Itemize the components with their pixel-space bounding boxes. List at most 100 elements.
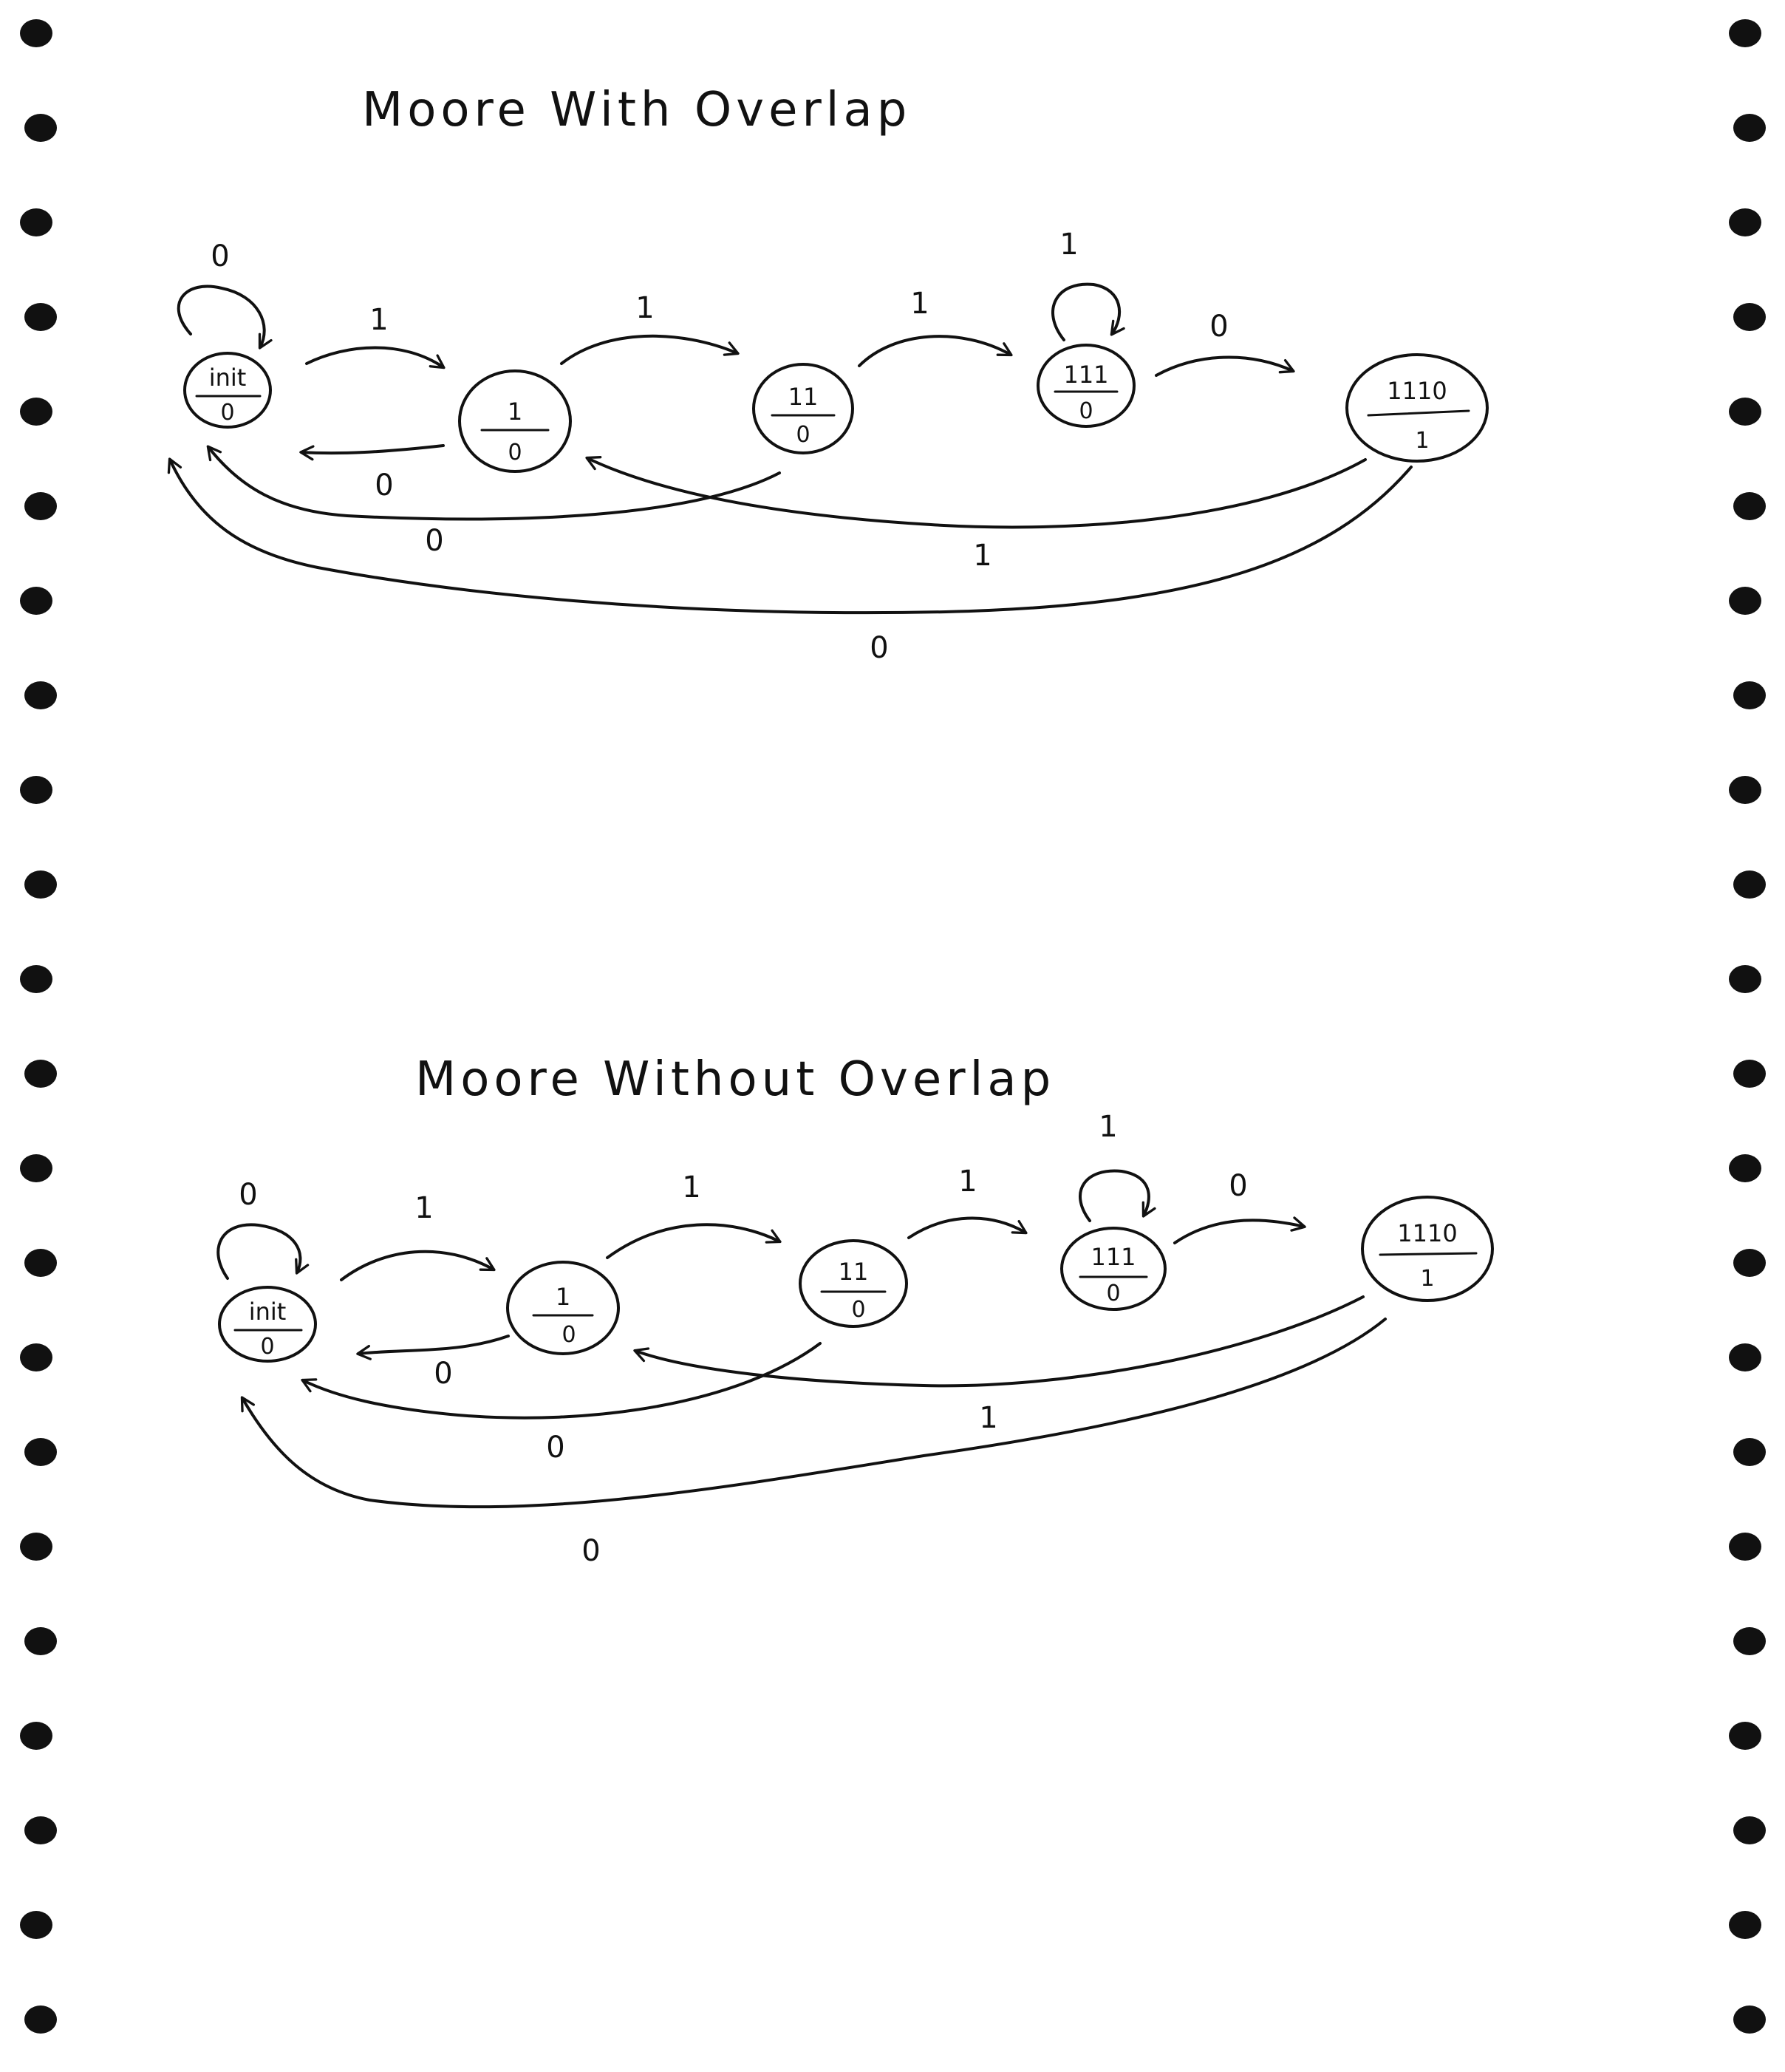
transition-input: 1 — [958, 1165, 977, 1199]
binder-hole-right — [1733, 870, 1766, 899]
binder-hole-right — [1733, 2005, 1766, 2034]
transition-input: 0 — [870, 631, 888, 665]
binder-hole-left — [24, 1060, 57, 1088]
transition-input: 0 — [434, 1357, 452, 1391]
state-11: 11 0 — [799, 1239, 908, 1328]
transition-input: 0 — [375, 468, 393, 502]
state-init: init 0 — [218, 1286, 317, 1363]
transition-input: 1 — [910, 287, 929, 321]
transition-1-to-init: 0 — [299, 444, 445, 502]
state-name: 1 — [508, 398, 522, 426]
transition-input: 1 — [979, 1401, 997, 1435]
diagram-title: Moore Without Overlap — [415, 1052, 1055, 1107]
state-111: 111 0 — [1060, 1227, 1167, 1311]
state-output: 0 — [1079, 398, 1093, 424]
transition-input: 0 — [1229, 1169, 1247, 1203]
transition-1110-to-1: 1 — [633, 1295, 1365, 1435]
transition-input: 0 — [239, 1178, 257, 1212]
binder-hole-left — [20, 1154, 52, 1182]
state-1110: 1110 1 — [1361, 1196, 1494, 1302]
binder-hole-left — [24, 2005, 57, 2034]
state-init: init 0 — [183, 352, 272, 429]
binder-hole-left — [24, 1249, 57, 1277]
binder-hole-right — [1733, 1627, 1766, 1655]
binder-hole-left — [24, 1816, 57, 1844]
transition-input: 0 — [581, 1534, 600, 1568]
transition-input: 1 — [414, 1191, 433, 1225]
transition-111-self: 1 — [1051, 228, 1125, 341]
binder-hole-left — [20, 1722, 52, 1750]
binder-hole-right — [1729, 1343, 1761, 1371]
transition-input: 1 — [1059, 228, 1078, 262]
binder-hole-left — [20, 19, 52, 47]
transition-1-to-11: 1 — [606, 1170, 782, 1259]
binder-hole-right — [1729, 587, 1761, 615]
binder-hole-left — [24, 1438, 57, 1466]
transition-input: 1 — [369, 303, 388, 337]
transition-init-to-1: 1 — [340, 1191, 496, 1281]
binder-hole-right — [1729, 19, 1761, 47]
state-name: 111 — [1091, 1243, 1136, 1271]
binder-hole-right — [1729, 398, 1761, 426]
state-1: 1 0 — [458, 369, 572, 473]
binder-hole-left — [24, 681, 57, 709]
transition-11-to-111: 1 — [907, 1165, 1028, 1239]
binder-hole-right — [1729, 1154, 1761, 1182]
state-name: 1110 — [1387, 377, 1447, 405]
binder-hole-right — [1729, 1533, 1761, 1561]
transition-11-to-init: 0 — [206, 445, 781, 558]
binder-hole-right — [1729, 1722, 1761, 1750]
state-output: 1 — [1420, 1266, 1434, 1292]
transition-input: 0 — [1209, 310, 1228, 344]
binder-hole-right — [1733, 1060, 1766, 1088]
binder-holes — [20, 19, 1766, 2034]
transition-111-to-1110: 0 — [1173, 1169, 1306, 1244]
state-name: init — [209, 364, 247, 392]
state-name: 1 — [556, 1283, 570, 1311]
binder-hole-right — [1733, 303, 1766, 331]
state-1: 1 0 — [506, 1261, 620, 1355]
binder-hole-right — [1729, 776, 1761, 804]
transition-input: 0 — [425, 524, 443, 558]
binder-hole-left — [20, 587, 52, 615]
diagram-without-overlap: Moore Without Overlap init 0 1 0 11 0 11… — [216, 1052, 1494, 1568]
transition-1-to-init: 0 — [356, 1335, 510, 1391]
state-output: 0 — [508, 440, 522, 466]
state-name: 11 — [839, 1258, 869, 1286]
state-name: init — [249, 1298, 287, 1326]
binder-hole-left — [20, 398, 52, 426]
binder-hole-left — [20, 1911, 52, 1939]
transition-input: 1 — [682, 1170, 700, 1204]
state-output: 0 — [1106, 1281, 1120, 1306]
state-output: 0 — [796, 422, 810, 448]
binder-hole-right — [1733, 1249, 1766, 1277]
binder-hole-right — [1733, 114, 1766, 142]
binder-hole-right — [1733, 1816, 1766, 1844]
transition-input: 0 — [211, 239, 229, 273]
transition-input: 1 — [635, 291, 654, 325]
binder-hole-left — [20, 208, 52, 236]
transition-1-to-11: 1 — [560, 291, 740, 365]
transition-input: 0 — [546, 1431, 564, 1465]
binder-hole-right — [1733, 492, 1766, 520]
transition-11-to-init: 0 — [301, 1342, 822, 1465]
binder-hole-left — [24, 870, 57, 899]
transition-1110-to-init: 0 — [167, 457, 1413, 665]
state-name: 11 — [788, 383, 819, 411]
transition-init-self: 0 — [177, 239, 273, 350]
transition-11-to-111: 1 — [858, 287, 1013, 367]
state-output: 1 — [1415, 428, 1429, 454]
binder-hole-left — [24, 492, 57, 520]
transition-init-to-1: 1 — [305, 303, 446, 369]
binder-hole-right — [1733, 681, 1766, 709]
binder-hole-left — [20, 1533, 52, 1561]
binder-hole-right — [1729, 965, 1761, 993]
binder-hole-left — [24, 303, 57, 331]
transition-111-to-1110: 0 — [1155, 310, 1295, 377]
diagram-title: Moore With Overlap — [362, 83, 911, 137]
transition-1110-to-1: 1 — [585, 456, 1367, 573]
transition-1110-to-init: 0 — [240, 1318, 1387, 1568]
state-output: 0 — [220, 400, 234, 426]
